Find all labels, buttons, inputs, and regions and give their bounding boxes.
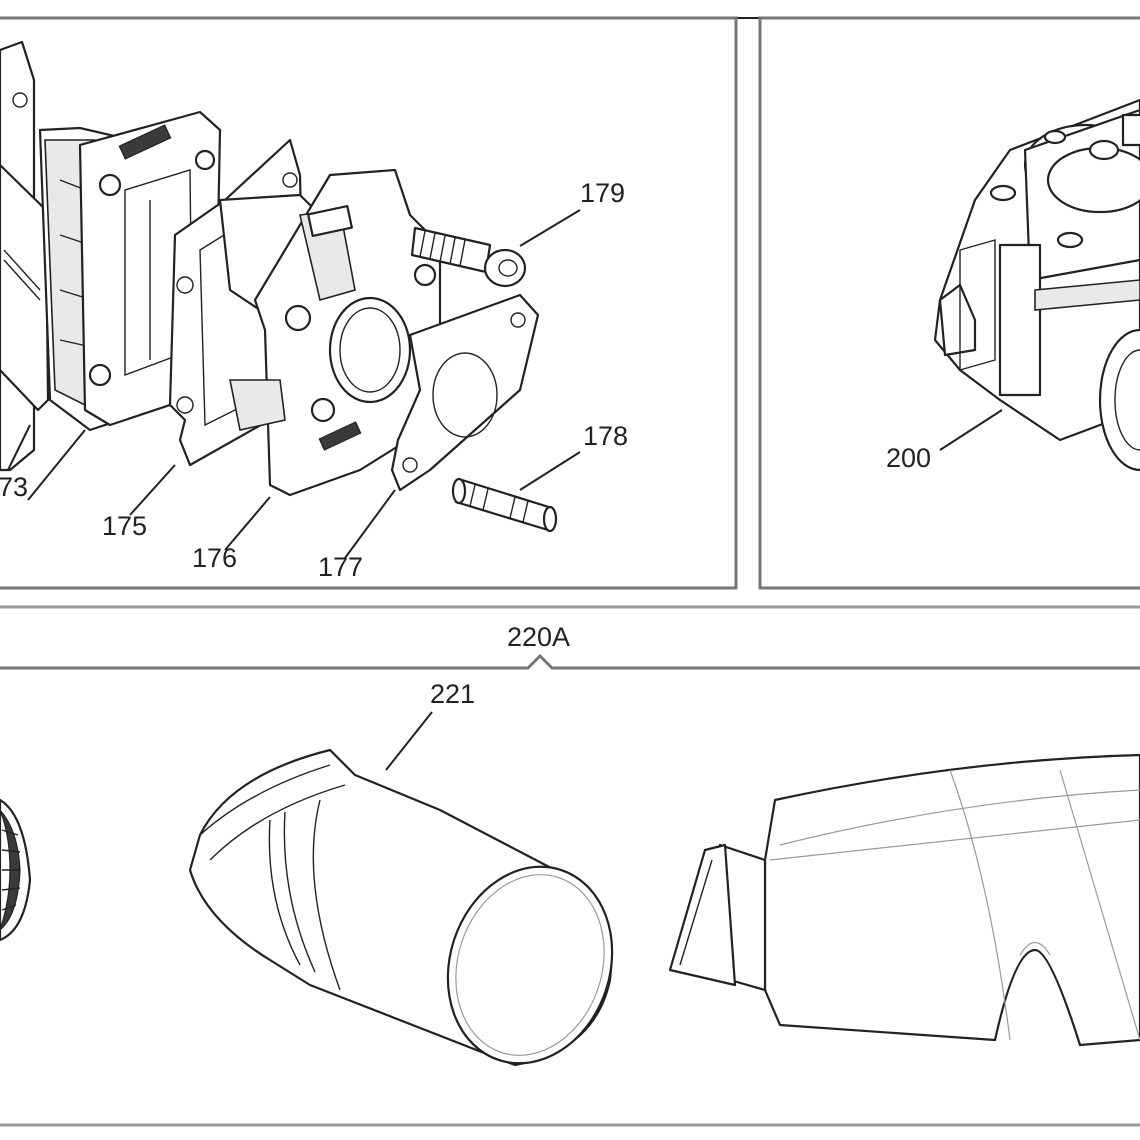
callout-220a: 220A [507, 622, 570, 652]
callout-176: 176 [192, 543, 237, 573]
reed-petal-plate [0, 163, 50, 412]
top-left-panel-frame [0, 16, 738, 590]
callout-73: 73 [0, 472, 28, 502]
stud-178 [451, 477, 558, 533]
partial-coil-part [0, 798, 32, 942]
leader-lines-top-left [7, 209, 581, 559]
leader-200 [939, 409, 1003, 451]
flange-gasket-177 [390, 293, 540, 492]
bottom-panel-frame [0, 653, 1140, 670]
callout-178: 178 [583, 421, 628, 451]
leader-221 [385, 711, 433, 771]
pump-assembly-200 [933, 98, 1140, 472]
bolt-179 [410, 226, 527, 288]
callout-175: 175 [102, 511, 147, 541]
callout-200: 200 [886, 443, 931, 473]
top-right-panel-frame [758, 16, 1140, 590]
callout-221: 221 [430, 679, 475, 709]
reed-valve-assembly [0, 40, 558, 533]
air-filter-221 [188, 748, 614, 1067]
callout-179: 179 [580, 178, 625, 208]
adapter-body-176 [218, 168, 442, 497]
callout-177: 177 [318, 552, 363, 582]
goggles-part [668, 753, 1140, 1047]
panel-frames [0, 16, 1140, 1127]
